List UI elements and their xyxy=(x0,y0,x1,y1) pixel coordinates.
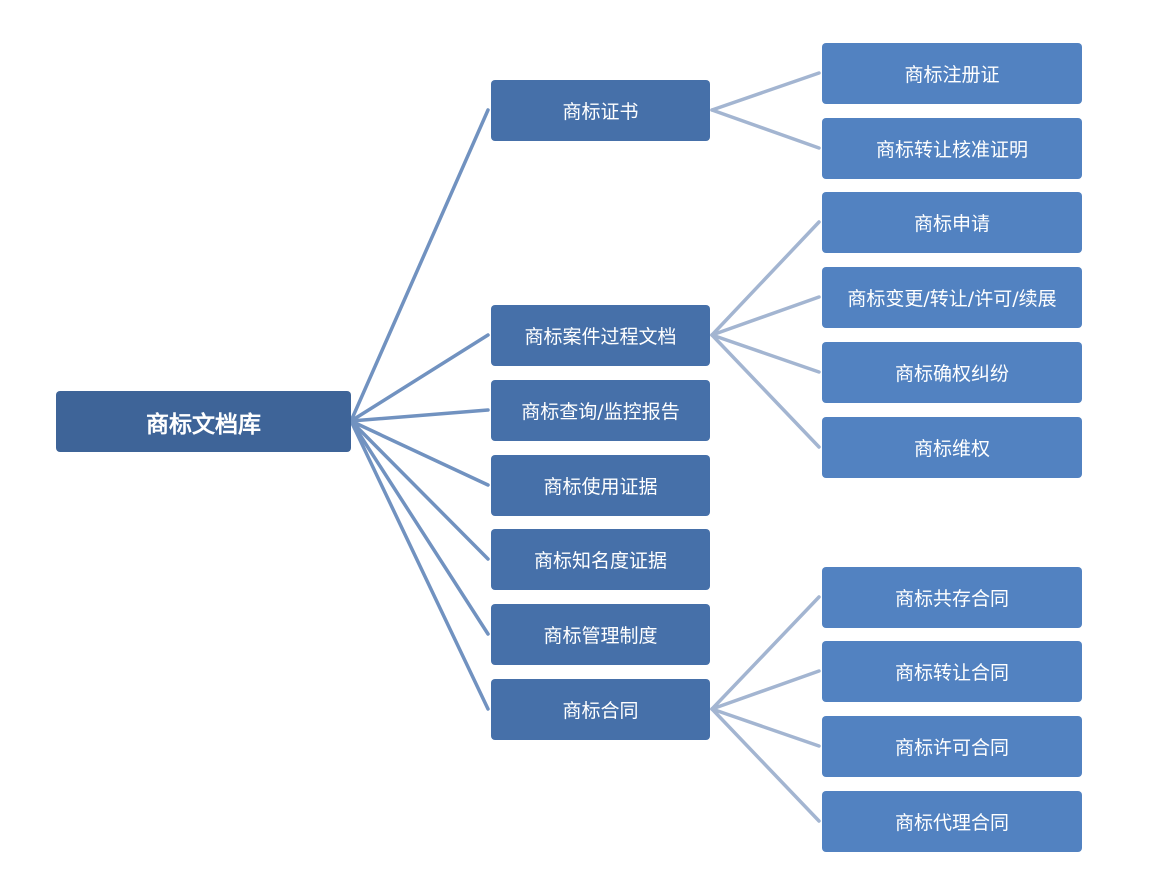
category-certificates[interactable]: 商标证书 xyxy=(491,80,710,141)
leaf-license-contract[interactable]: 商标许可合同 xyxy=(822,716,1082,777)
category-management-rules[interactable]: 商标管理制度 xyxy=(491,604,710,665)
category-reputation-evidence[interactable]: 商标知名度证据 xyxy=(491,529,710,590)
category-case-documents[interactable]: 商标案件过程文档 xyxy=(491,305,710,366)
category-contracts[interactable]: 商标合同 xyxy=(491,679,710,740)
connector-root-to-category-2 xyxy=(349,408,490,423)
leaf-enforcement[interactable]: 商标维权 xyxy=(822,417,1082,478)
category-usage-evidence[interactable]: 商标使用证据 xyxy=(491,455,710,516)
connector-category-to-leaf-0-0 xyxy=(710,71,821,112)
connector-category-to-leaf-2-1 xyxy=(710,669,821,711)
leaf-change-transfer-license-renewal[interactable]: 商标变更/转让/许可/续展 xyxy=(822,267,1082,328)
connector-category-to-leaf-1-0 xyxy=(710,220,821,337)
connector-root-to-category-0 xyxy=(349,108,490,423)
connector-root-to-category-5 xyxy=(349,419,490,636)
leaf-registration-certificate[interactable]: 商标注册证 xyxy=(822,43,1082,104)
leaf-agency-contract[interactable]: 商标代理合同 xyxy=(822,791,1082,852)
leaf-transfer-contract[interactable]: 商标转让合同 xyxy=(822,641,1082,702)
root-node[interactable]: 商标文档库 xyxy=(56,391,351,452)
category-search-monitor-reports[interactable]: 商标查询/监控报告 xyxy=(491,380,710,441)
connector-category-to-leaf-2-0 xyxy=(710,595,821,711)
connector-root-to-category-6 xyxy=(349,419,490,711)
connector-category-to-leaf-1-2 xyxy=(710,333,821,374)
connector-root-to-category-3 xyxy=(349,419,490,487)
leaf-transfer-approval-certificate[interactable]: 商标转让核准证明 xyxy=(822,118,1082,179)
leaf-rights-dispute[interactable]: 商标确权纠纷 xyxy=(822,342,1082,403)
leaf-application[interactable]: 商标申请 xyxy=(822,192,1082,253)
connector-category-to-leaf-1-3 xyxy=(710,333,821,449)
connector-root-to-category-4 xyxy=(349,419,490,561)
connector-category-to-leaf-2-3 xyxy=(710,707,821,823)
connector-category-to-leaf-2-2 xyxy=(710,707,821,748)
connector-root-to-category-1 xyxy=(349,333,490,423)
leaf-coexistence-contract[interactable]: 商标共存合同 xyxy=(822,567,1082,628)
connector-category-to-leaf-0-1 xyxy=(710,108,821,150)
connector-category-to-leaf-1-1 xyxy=(710,295,821,337)
